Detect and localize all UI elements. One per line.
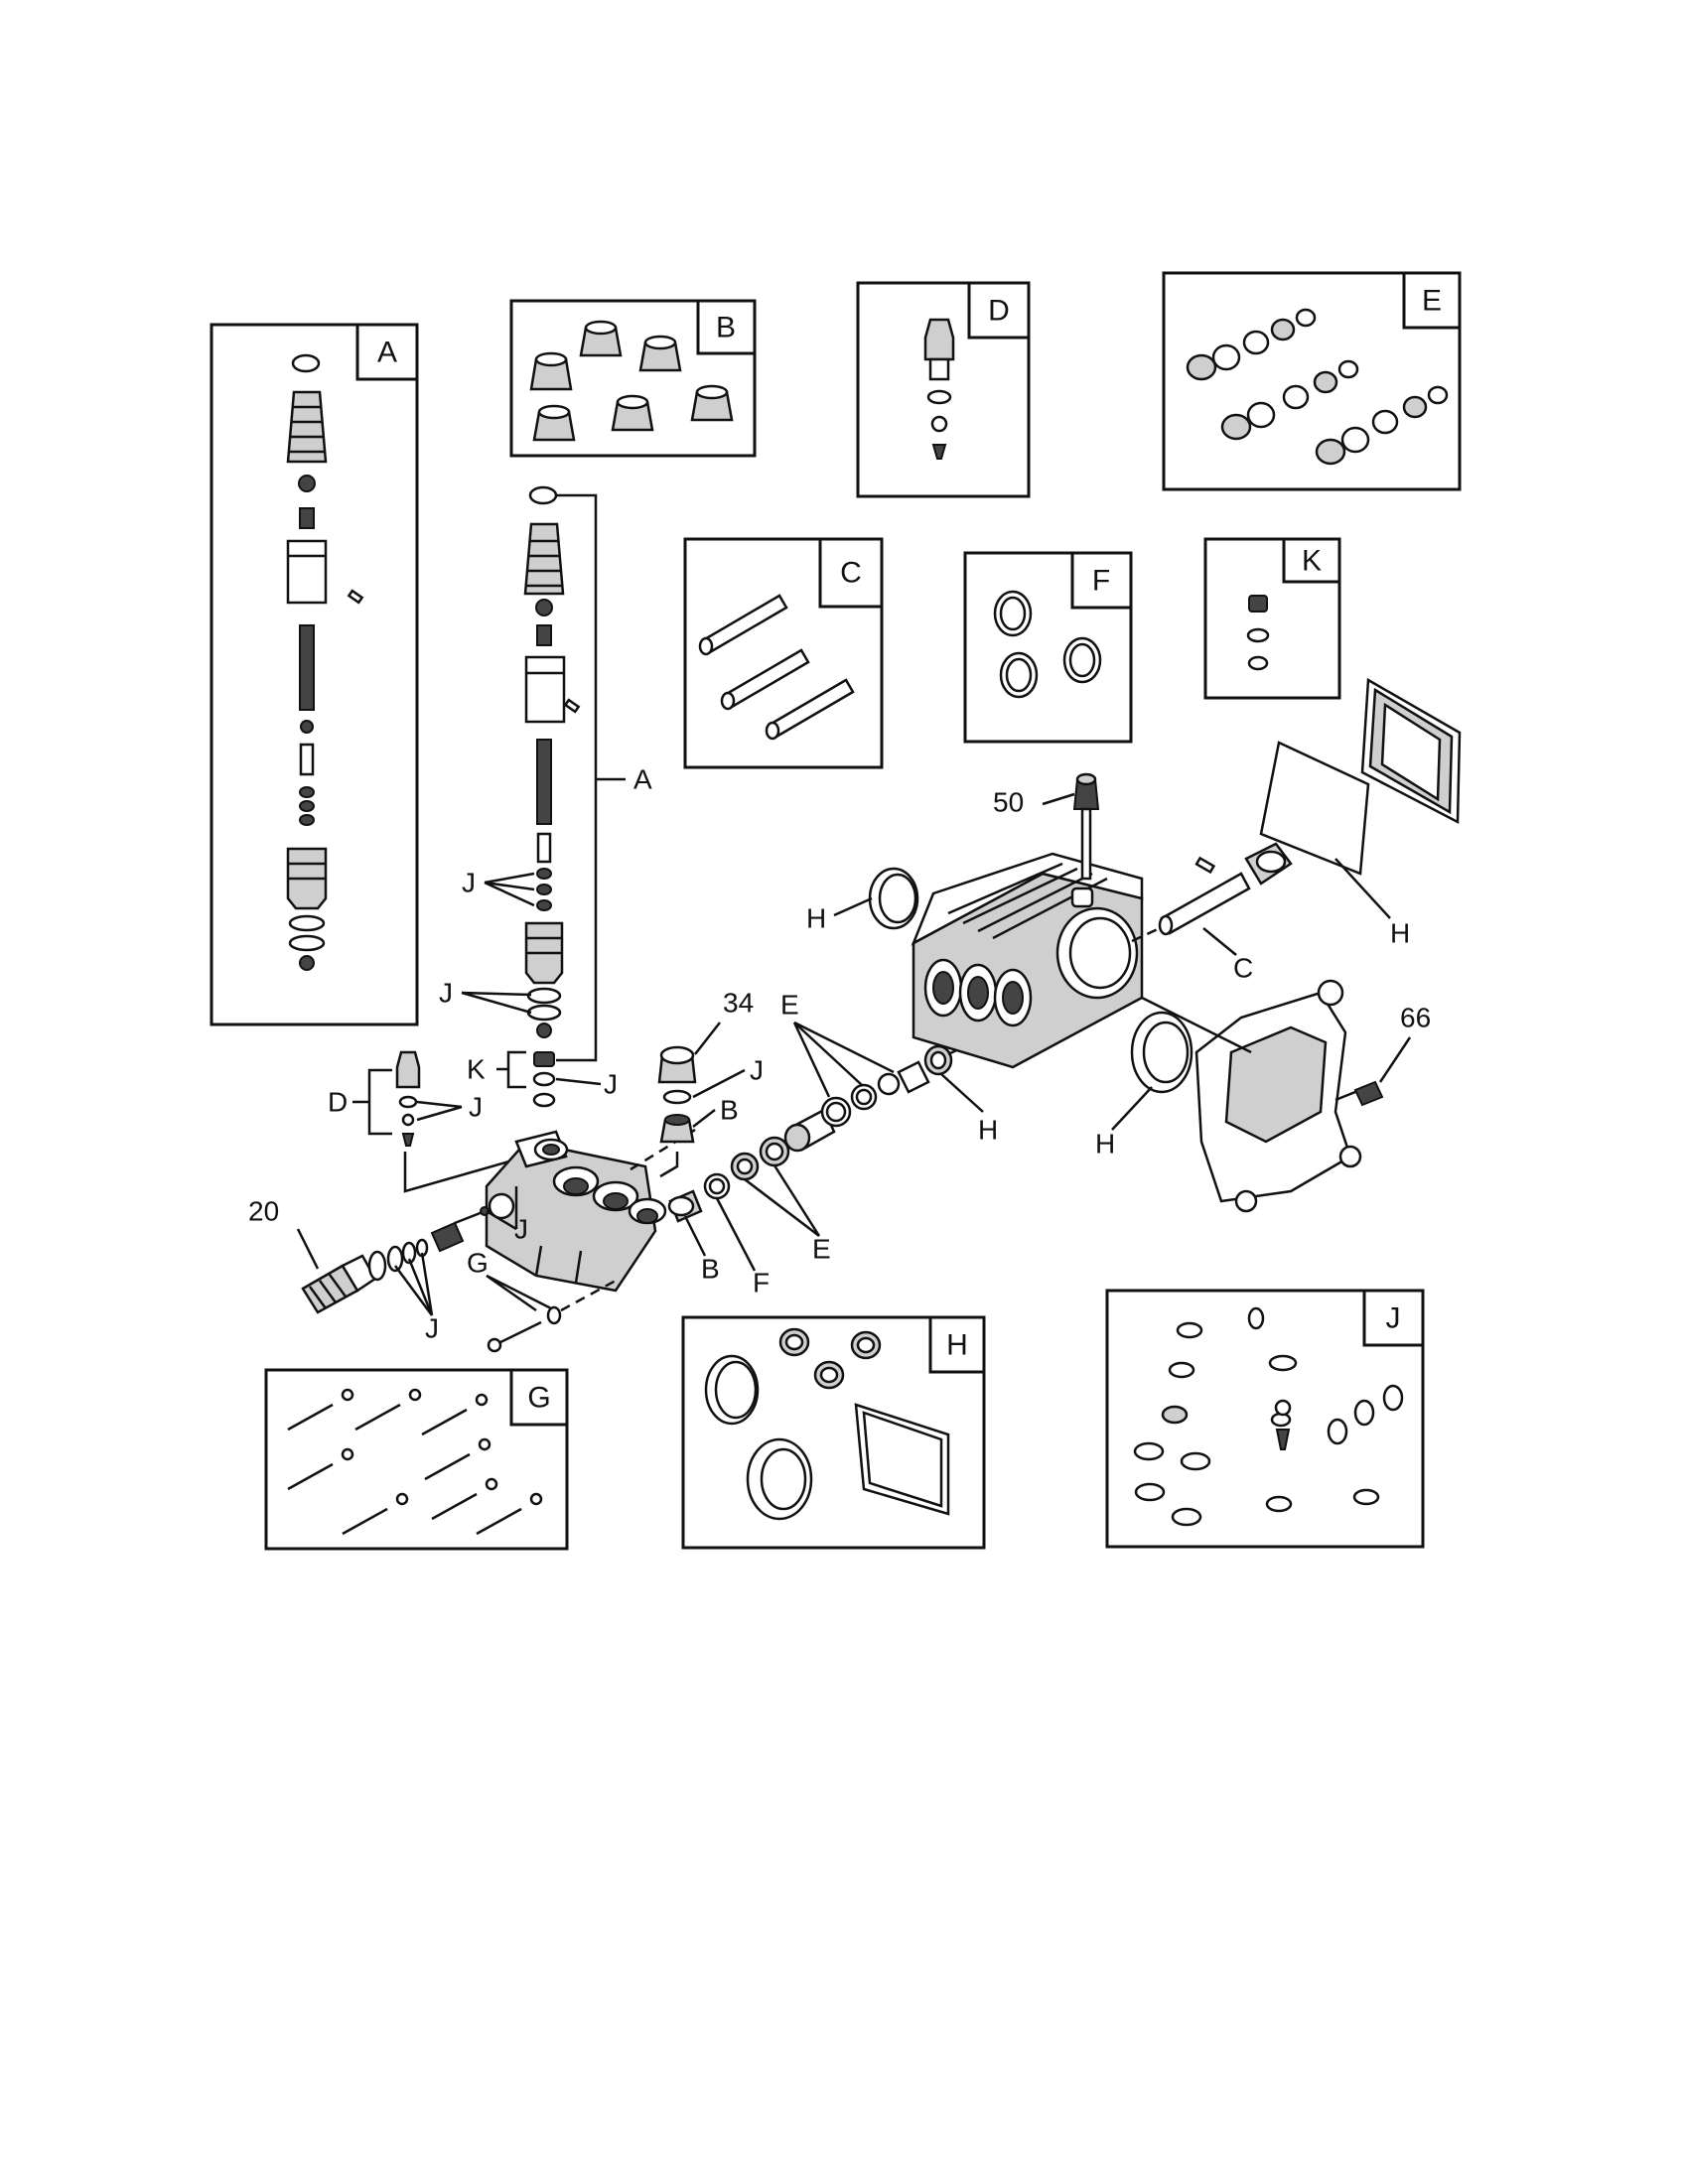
check-valve-icon xyxy=(923,318,955,460)
kit-k-box: K xyxy=(1203,537,1341,700)
gasket-icon xyxy=(1259,677,1462,919)
crankcase-cover-icon xyxy=(1141,979,1362,1213)
part-number-50: 50 xyxy=(993,787,1024,818)
o-ring-icon xyxy=(1246,595,1270,671)
callout-j-3: J xyxy=(604,1069,618,1100)
kit-a-box: A xyxy=(210,323,419,1026)
kit-a-label: A xyxy=(377,337,397,369)
o-ring-icon xyxy=(993,590,1102,699)
manifold-bolt-icon xyxy=(486,1274,617,1353)
seal-icon xyxy=(1186,308,1449,466)
kit-f-label: F xyxy=(1092,565,1110,598)
kit-j-label: J xyxy=(1386,1302,1401,1335)
callout-j-5: J xyxy=(425,1313,439,1344)
callout-d: D xyxy=(328,1087,348,1118)
kit-j-box: J xyxy=(1105,1289,1425,1549)
check-valve-group xyxy=(352,1050,527,1193)
callout-j-6: J xyxy=(514,1214,528,1245)
kit-d-label: D xyxy=(988,295,1010,328)
kit-e-box: E xyxy=(1162,271,1462,491)
kit-c-box: C xyxy=(683,537,884,769)
part-number-66: 66 xyxy=(1400,1003,1431,1033)
kit-b-box: B xyxy=(509,299,757,458)
callout-lines-seals xyxy=(683,1021,984,1272)
callout-h-1: H xyxy=(978,1115,998,1146)
callout-a: A xyxy=(633,764,652,795)
kit-h-label: H xyxy=(946,1329,968,1362)
kit-g-label: G xyxy=(527,1382,550,1415)
callout-b-2: B xyxy=(701,1254,720,1285)
callout-k: K xyxy=(467,1054,486,1085)
callout-h-4: H xyxy=(1095,1129,1115,1160)
manifold-guide-line xyxy=(630,1128,696,1171)
callout-j-stack-lines xyxy=(461,872,535,1015)
pump-housing-icon xyxy=(911,852,1144,1069)
callout-j-7: J xyxy=(750,1055,764,1086)
manifold-icon xyxy=(485,1130,667,1293)
outlet-fitting-icon xyxy=(301,1206,490,1314)
kit-d-box: D xyxy=(856,281,1031,498)
kit-f-box: F xyxy=(963,551,1133,744)
callout-e-1: E xyxy=(812,1234,831,1265)
callout-c: C xyxy=(1233,953,1253,984)
cover-bolt-icon xyxy=(1334,1036,1412,1107)
o-ring-icon xyxy=(1133,1306,1404,1527)
kit-g-box: G xyxy=(264,1368,569,1551)
dipstick-icon xyxy=(1042,772,1100,881)
kit-e-label: E xyxy=(1422,285,1442,318)
unloader-valve-icon xyxy=(286,353,364,971)
callout-h-3: H xyxy=(1390,918,1410,949)
part-number-34: 34 xyxy=(723,988,754,1019)
callout-f: F xyxy=(753,1268,770,1298)
bolt-icon xyxy=(287,1388,543,1536)
housing-seal-left xyxy=(833,867,919,930)
callout-lines-left xyxy=(296,1186,518,1316)
kit-b-label: B xyxy=(716,312,736,344)
callout-g: G xyxy=(467,1248,489,1279)
gasket-icon xyxy=(704,1327,950,1521)
callout-j-1: J xyxy=(462,868,476,898)
callout-b-1: B xyxy=(720,1095,739,1126)
seal-icon xyxy=(667,1044,953,1223)
kit-h-box: H xyxy=(681,1315,986,1550)
valve-cap-icon xyxy=(529,320,734,442)
kit-c-label: C xyxy=(840,557,862,590)
part-number-20: 20 xyxy=(248,1196,279,1227)
housing-seal-right xyxy=(1111,1011,1193,1131)
crankshaft-icon xyxy=(1131,842,1293,956)
callout-j-4: J xyxy=(469,1092,483,1123)
plug-icon xyxy=(657,1022,746,1178)
callout-h-2: H xyxy=(806,903,826,934)
callout-k-bracket xyxy=(496,1050,602,1089)
connecting-rod-icon xyxy=(698,594,855,741)
callout-e-2: E xyxy=(780,990,799,1021)
kit-k-label: K xyxy=(1302,545,1322,578)
main-unloader-stack xyxy=(523,485,626,1108)
callout-j-2: J xyxy=(439,978,453,1009)
